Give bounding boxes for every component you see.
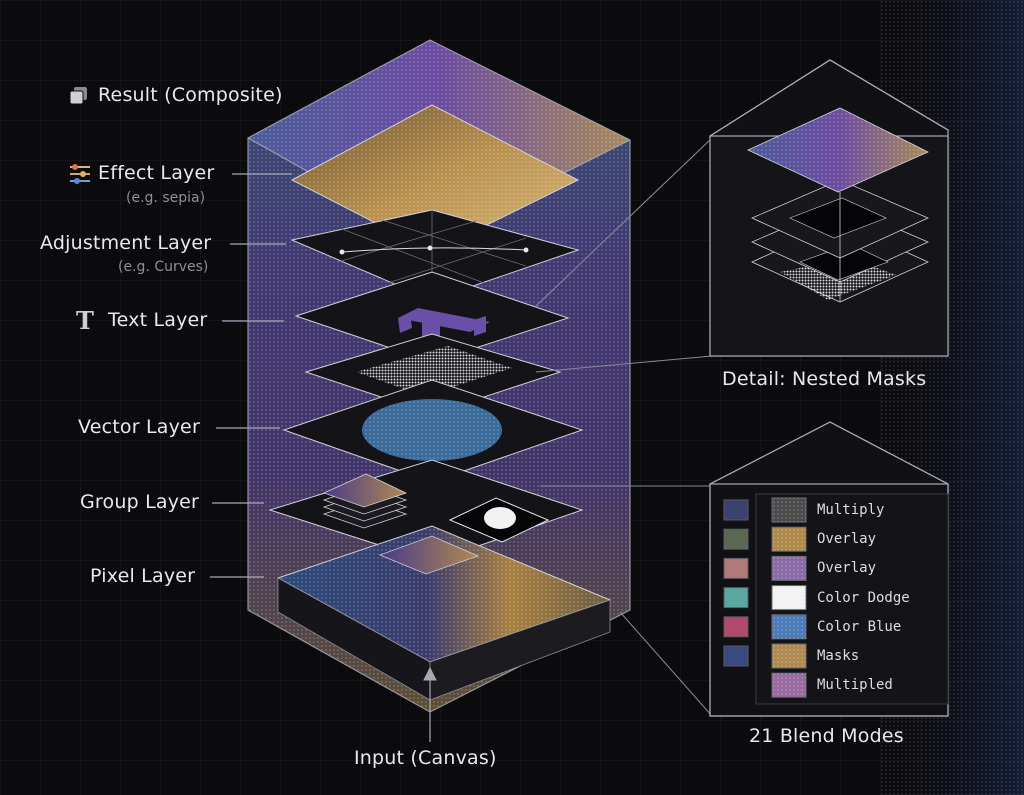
blend-mode-name: Overlay	[817, 531, 877, 548]
detail-nested-masks-box	[709, 59, 949, 357]
vector-layer-plate	[282, 379, 584, 483]
blend-mode-swatch-texture	[772, 673, 806, 698]
blend-mode-item: Multipled	[805, 674, 893, 696]
text-layer-label: Text Layer	[108, 309, 208, 331]
blend-mode-item: Color Dodge	[805, 587, 910, 609]
sliders-icon	[68, 162, 92, 190]
effect-layer-sublabel: (e.g. sepia)	[126, 190, 206, 206]
detail-nested-masks-label: Detail: Nested Masks	[722, 368, 927, 390]
blend-mode-swatch-texture	[772, 614, 806, 639]
input-arrow	[423, 666, 437, 742]
pixel-layer-plate	[276, 525, 612, 701]
vector-layer-label: Vector Layer	[78, 416, 200, 438]
effect-layer-label: Effect Layer	[98, 162, 215, 184]
blend-mode-swatch-texture	[772, 498, 806, 522]
pixel-layer-label: Pixel Layer	[90, 565, 196, 587]
leader-lines	[210, 173, 292, 578]
blend-mode-name: Multiply	[817, 502, 885, 518]
blend-preview-swatch	[723, 616, 749, 638]
blend-mode-name: Overlay	[817, 560, 877, 577]
blend-preview-swatch	[723, 587, 749, 609]
blend-mode-swatch-texture	[772, 585, 806, 610]
connector-lines	[535, 137, 713, 717]
result-label: Result (Composite)	[98, 84, 283, 106]
adjustment-layer-plate	[290, 209, 580, 301]
text-layer-plate	[294, 271, 570, 363]
blend-mode-item: Color Blue	[805, 616, 901, 638]
blend-mode-swatch-texture	[772, 527, 806, 552]
blend-mode-swatch-texture	[772, 644, 806, 668]
blend-mode-swatch-texture	[772, 556, 806, 581]
blend-mode-name: Masks	[817, 648, 860, 664]
text-t-icon: T	[76, 306, 94, 335]
effect-layer-plate	[290, 104, 580, 253]
input-canvas-label: Input (Canvas)	[354, 747, 497, 769]
blend-swatches	[723, 497, 807, 698]
blend-mode-item: Overlay	[805, 528, 876, 550]
blend-preview-swatch	[723, 645, 749, 667]
group-layer-plate	[268, 459, 584, 563]
blend-mode-item: Masks	[805, 645, 859, 667]
blend-mode-item: Multiply	[805, 499, 884, 521]
blend-mode-item: Overlay	[805, 557, 876, 579]
adjustment-layer-label: Adjustment Layer	[40, 232, 212, 254]
adjustment-layer-sublabel: (e.g. Curves)	[118, 259, 209, 275]
blend-preview-swatch	[723, 499, 749, 521]
blend-modes-count-label: 21 Blend Modes	[749, 725, 904, 747]
group-layer-label: Group Layer	[80, 491, 200, 513]
blend-mode-name: Color Blue	[817, 618, 902, 635]
stacked-pages-icon	[68, 86, 90, 110]
blend-preview-swatch	[723, 528, 749, 550]
blend-preview-swatch	[723, 557, 749, 579]
blend-mode-name: Color Dodge	[817, 589, 910, 606]
blend-mode-name: Multipled	[817, 677, 893, 694]
